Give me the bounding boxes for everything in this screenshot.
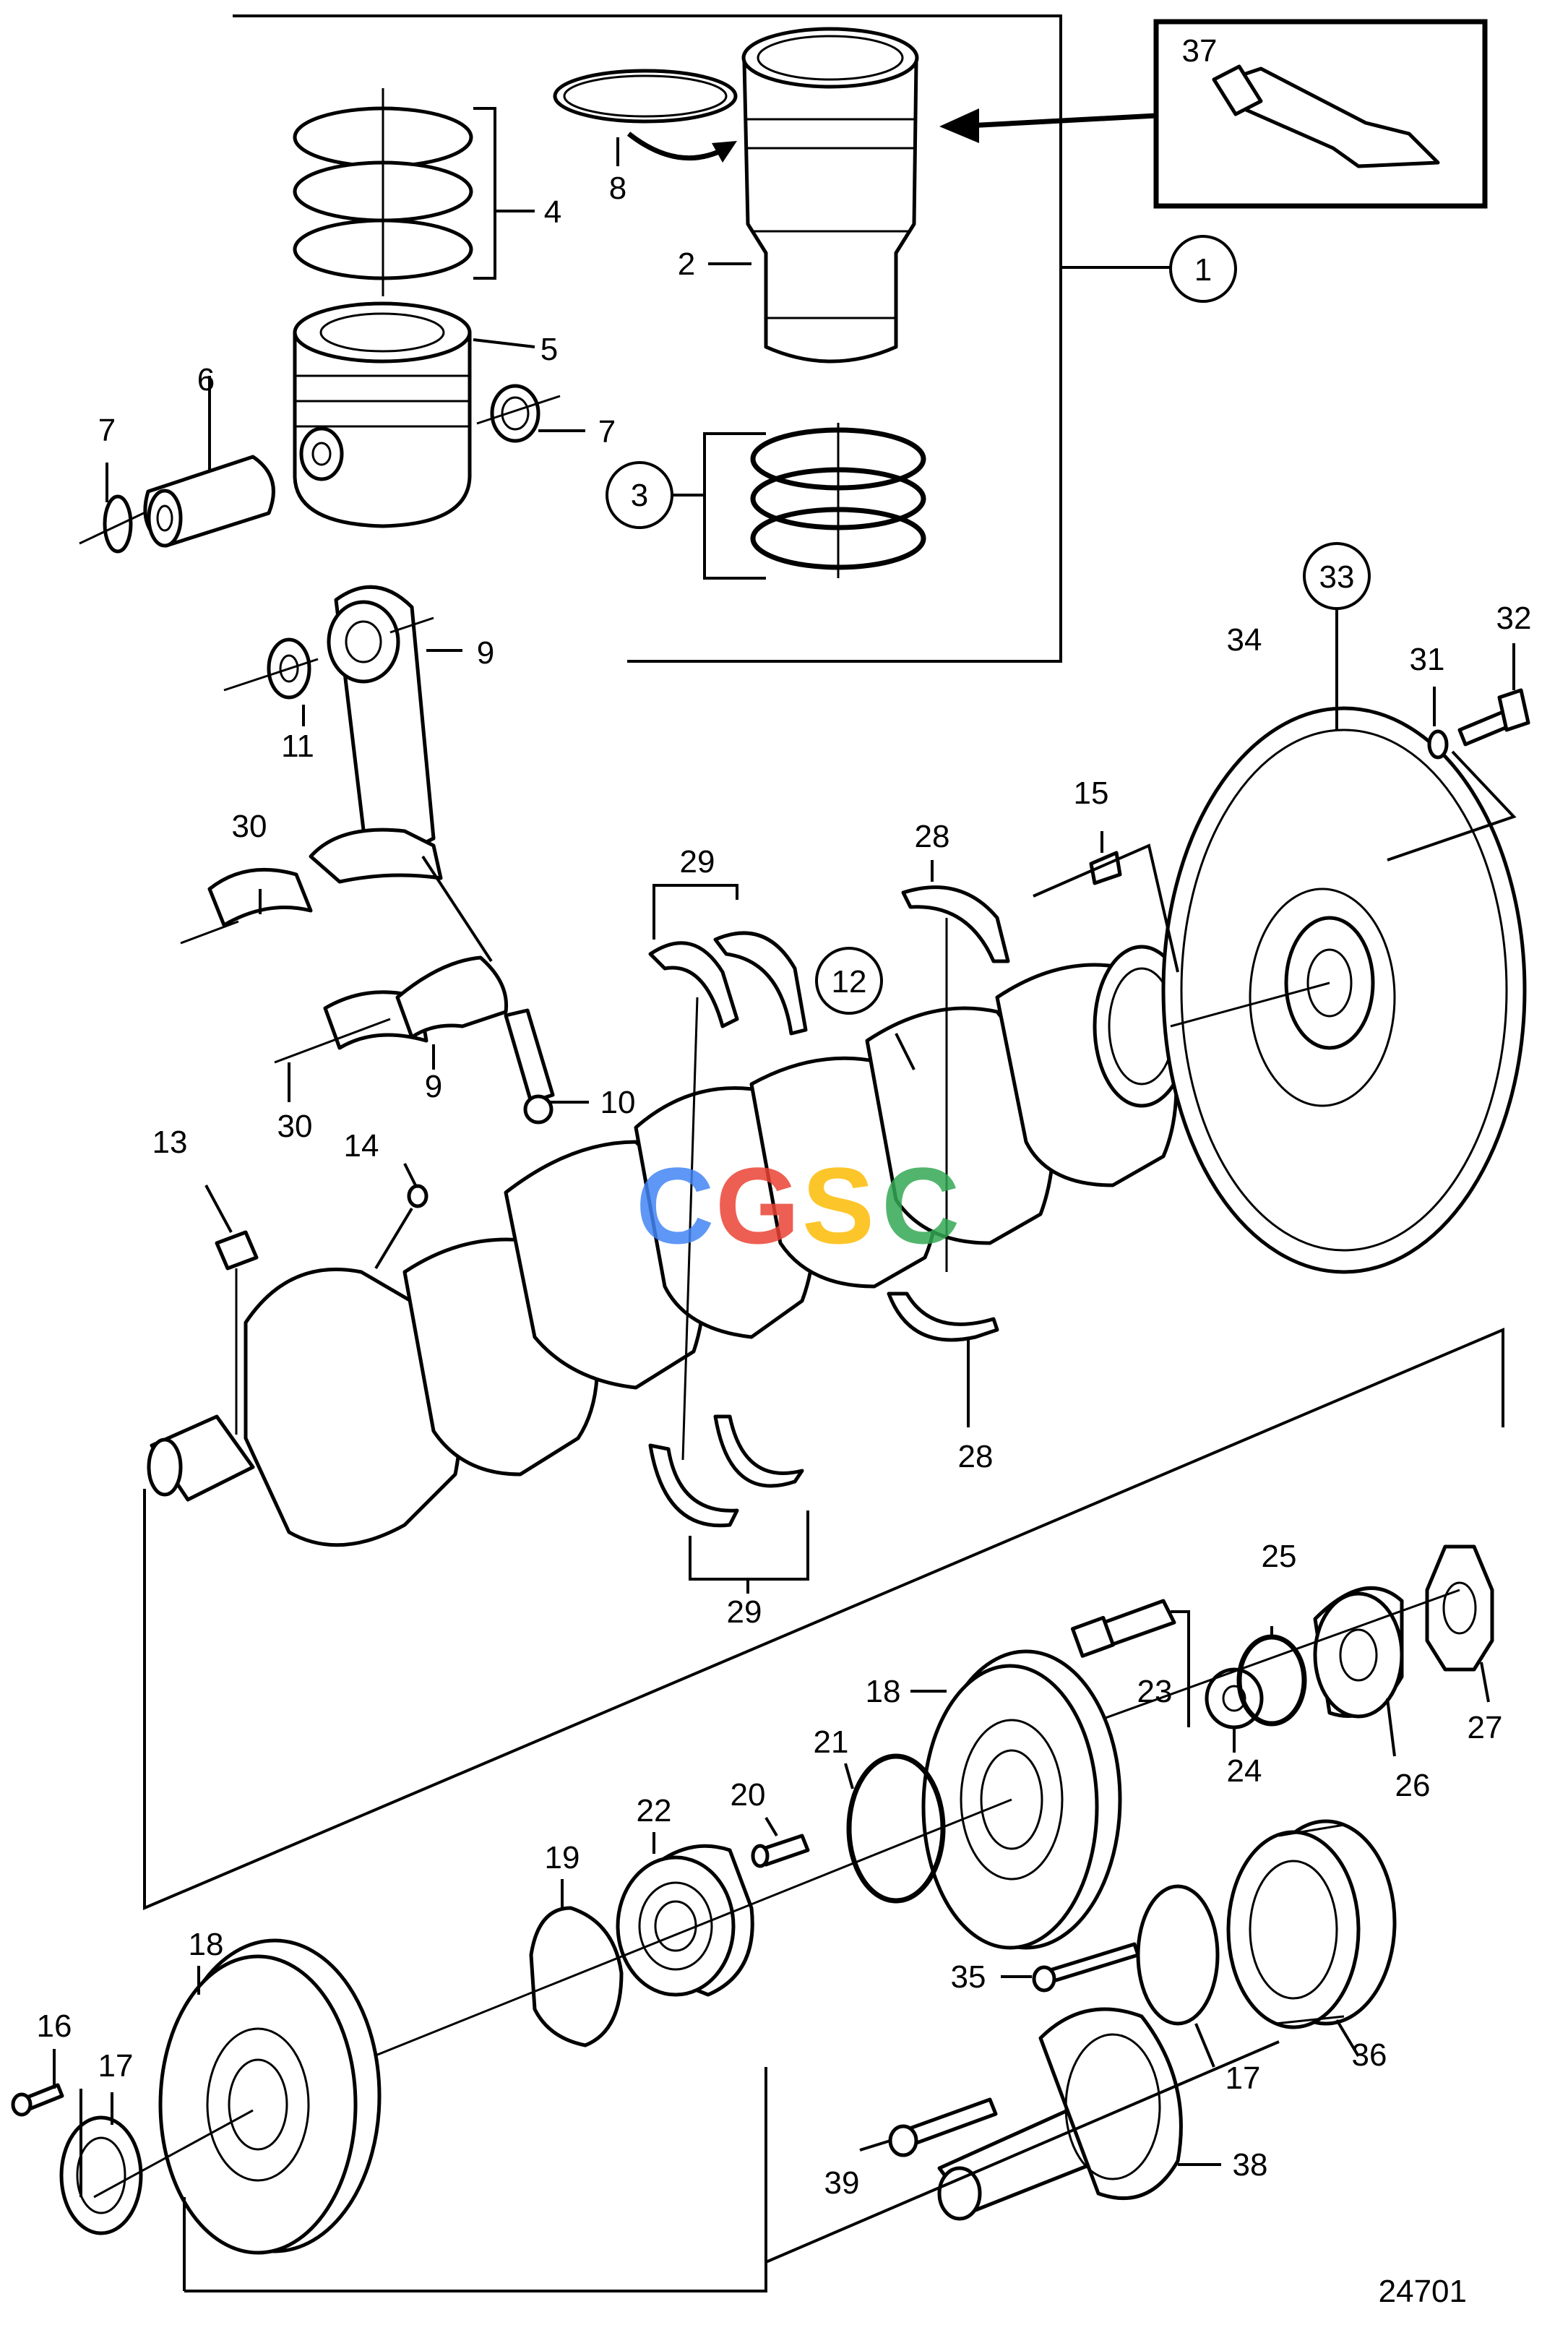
label-29-upper: 29 xyxy=(680,844,715,880)
pto-adapter xyxy=(764,2007,1280,2265)
svg-text:G: G xyxy=(715,1145,800,1266)
label-28-upper: 28 xyxy=(915,819,950,854)
label-27: 27 xyxy=(1468,1710,1503,1745)
label-2: 2 xyxy=(678,246,695,282)
piston-rings xyxy=(293,88,535,296)
connecting-rod xyxy=(180,585,589,1125)
label-16: 16 xyxy=(37,2008,72,2044)
label-33: 33 xyxy=(1319,559,1355,595)
label-37: 37 xyxy=(1182,33,1218,69)
label-31: 31 xyxy=(1410,642,1445,677)
key-and-plug xyxy=(204,1163,428,1435)
label-7-right: 7 xyxy=(598,414,616,450)
label-17-left: 17 xyxy=(98,2048,134,2084)
label-6: 6 xyxy=(197,362,215,397)
vibration-damper xyxy=(346,1649,1122,2068)
label-10: 10 xyxy=(600,1085,636,1120)
label-5: 5 xyxy=(540,332,558,367)
label-15: 15 xyxy=(1074,775,1109,811)
flywheel xyxy=(1033,607,1530,1274)
label-20: 20 xyxy=(731,1777,766,1813)
label-39: 39 xyxy=(824,2165,860,2201)
label-30-lower: 30 xyxy=(277,1109,313,1144)
label-29-lower: 29 xyxy=(727,1594,762,1630)
label-8: 8 xyxy=(609,171,626,206)
cylinder-liner xyxy=(708,27,919,364)
image-number: 24701 xyxy=(1379,2274,1467,2309)
label-23: 23 xyxy=(1137,1674,1173,1709)
label-36: 36 xyxy=(1352,2037,1387,2073)
callout-circle-1 xyxy=(1169,235,1237,303)
label-11: 11 xyxy=(281,729,314,764)
label-24: 24 xyxy=(1227,1753,1262,1789)
label-26: 26 xyxy=(1395,1768,1431,1803)
svg-text:C: C xyxy=(882,1145,960,1266)
lower-damper xyxy=(11,1938,767,2292)
callout-circle-33 xyxy=(1303,542,1371,610)
label-14: 14 xyxy=(344,1128,379,1164)
label-13: 13 xyxy=(152,1125,188,1160)
piston-pin-and-circlips xyxy=(79,376,585,554)
crankshaft xyxy=(147,945,1191,1547)
label-9-upper: 9 xyxy=(477,635,494,671)
svg-text:C: C xyxy=(636,1145,714,1266)
label-12: 12 xyxy=(832,964,867,1000)
pulley-assembly xyxy=(1001,1819,1397,2068)
liner-seal-ring xyxy=(553,69,738,166)
label-7-left: 7 xyxy=(98,413,116,448)
label-30-upper: 30 xyxy=(232,809,267,844)
svg-text:S: S xyxy=(802,1145,874,1266)
callout-circle-3 xyxy=(606,461,673,529)
label-4: 4 xyxy=(544,194,561,230)
liner-kit-bracket xyxy=(233,14,1171,663)
liner-o-rings xyxy=(672,423,926,580)
sealing-compound-box xyxy=(939,19,1488,209)
label-17-right: 17 xyxy=(1225,2060,1261,2096)
callout-circle-12 xyxy=(815,947,883,1015)
label-38: 38 xyxy=(1233,2147,1268,2183)
label-18-lower: 18 xyxy=(189,1927,224,1962)
label-18-upper: 18 xyxy=(866,1674,901,1709)
label-35: 35 xyxy=(951,1959,986,1995)
label-1: 1 xyxy=(1194,252,1212,288)
front-timing-parts xyxy=(939,1544,1494,1779)
assembly-bracket xyxy=(143,1327,1504,1911)
label-21: 21 xyxy=(814,1724,849,1760)
label-9-lower: 9 xyxy=(425,1069,442,1104)
piston xyxy=(293,301,535,528)
label-3: 3 xyxy=(631,478,648,513)
label-32: 32 xyxy=(1496,601,1532,636)
main-bearings xyxy=(648,860,1010,1594)
label-34: 34 xyxy=(1227,622,1262,658)
label-19: 19 xyxy=(545,1840,580,1875)
label-28-lower: 28 xyxy=(958,1439,994,1474)
label-25: 25 xyxy=(1262,1539,1297,1574)
label-22: 22 xyxy=(637,1793,672,1828)
cgsc-watermark: C G S C xyxy=(636,1145,960,1266)
